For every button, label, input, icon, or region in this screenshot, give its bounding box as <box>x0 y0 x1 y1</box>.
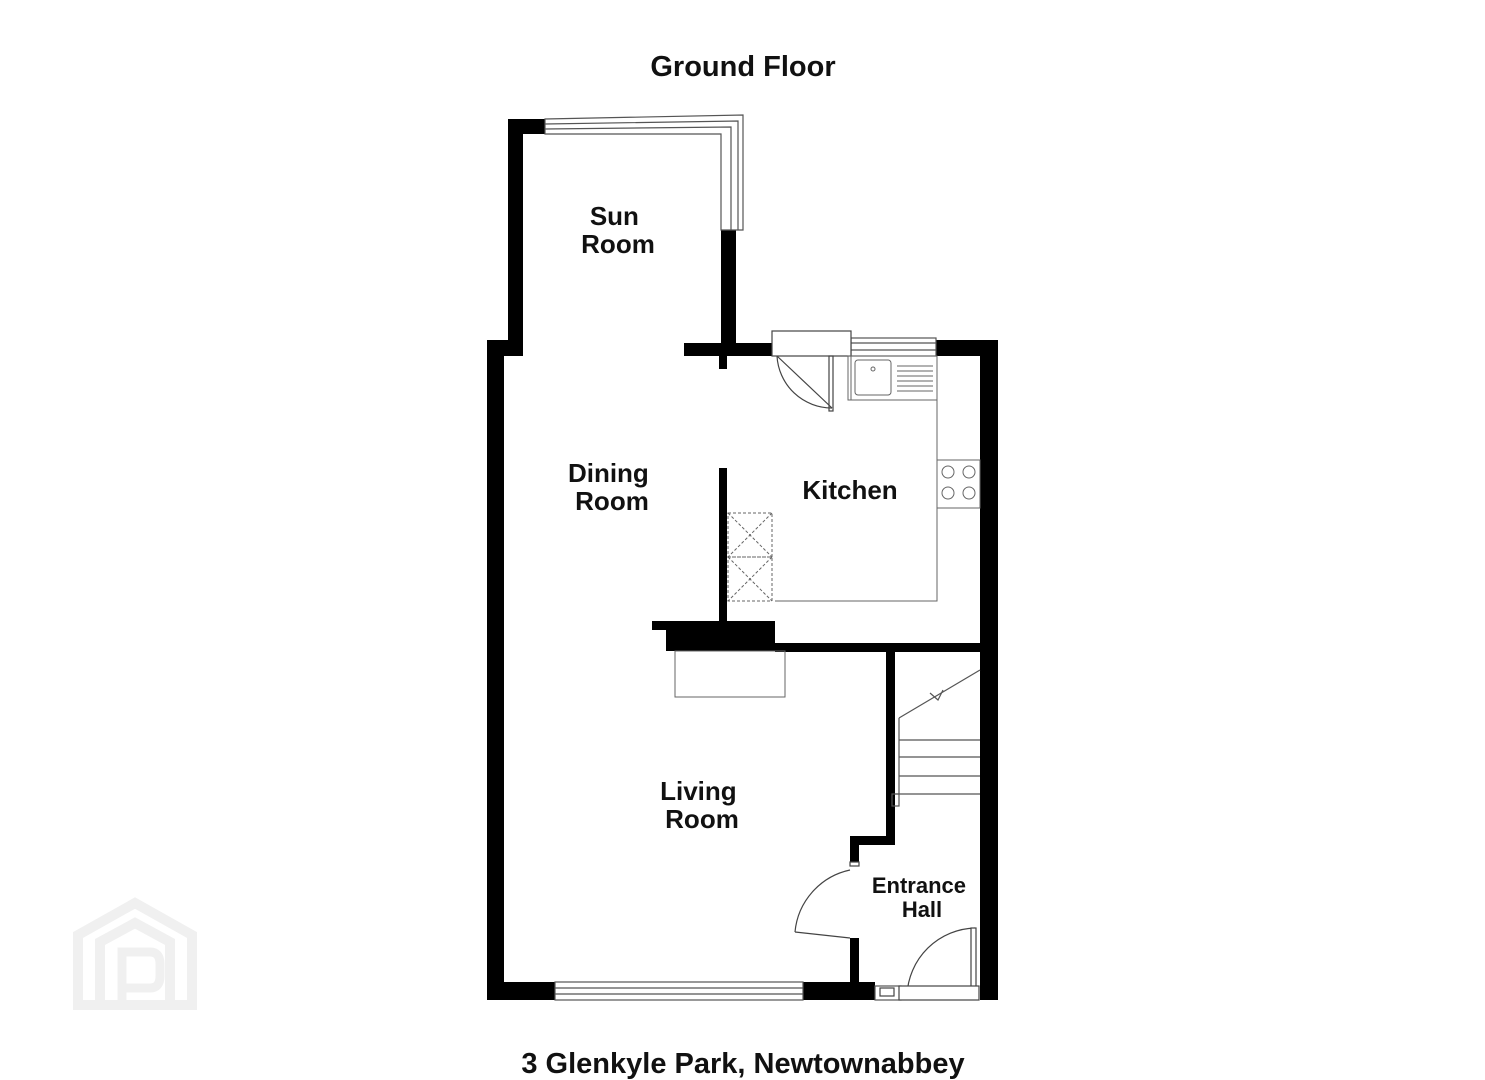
sun-room-label: Sun Room <box>581 201 655 259</box>
watermark-logo-icon <box>73 897 197 1010</box>
kitchen-label: Kitchen <box>802 475 897 505</box>
staircase <box>891 669 981 807</box>
kitchen-fixtures <box>674 355 981 698</box>
dining-room-label: Dining Room <box>568 458 656 516</box>
hearth <box>674 650 786 698</box>
property-address: 3 Glenkyle Park, Newtownabbey <box>521 1048 964 1080</box>
hob-icon <box>936 459 981 509</box>
drainer-icon <box>897 365 933 392</box>
plan-title: Ground Floor <box>650 51 835 83</box>
living-room-label: Living Room <box>660 776 744 834</box>
walls <box>487 119 998 1000</box>
doors <box>771 330 980 1001</box>
windows <box>544 114 937 1001</box>
entrance-hall-label: Entrance Hall <box>872 873 972 922</box>
